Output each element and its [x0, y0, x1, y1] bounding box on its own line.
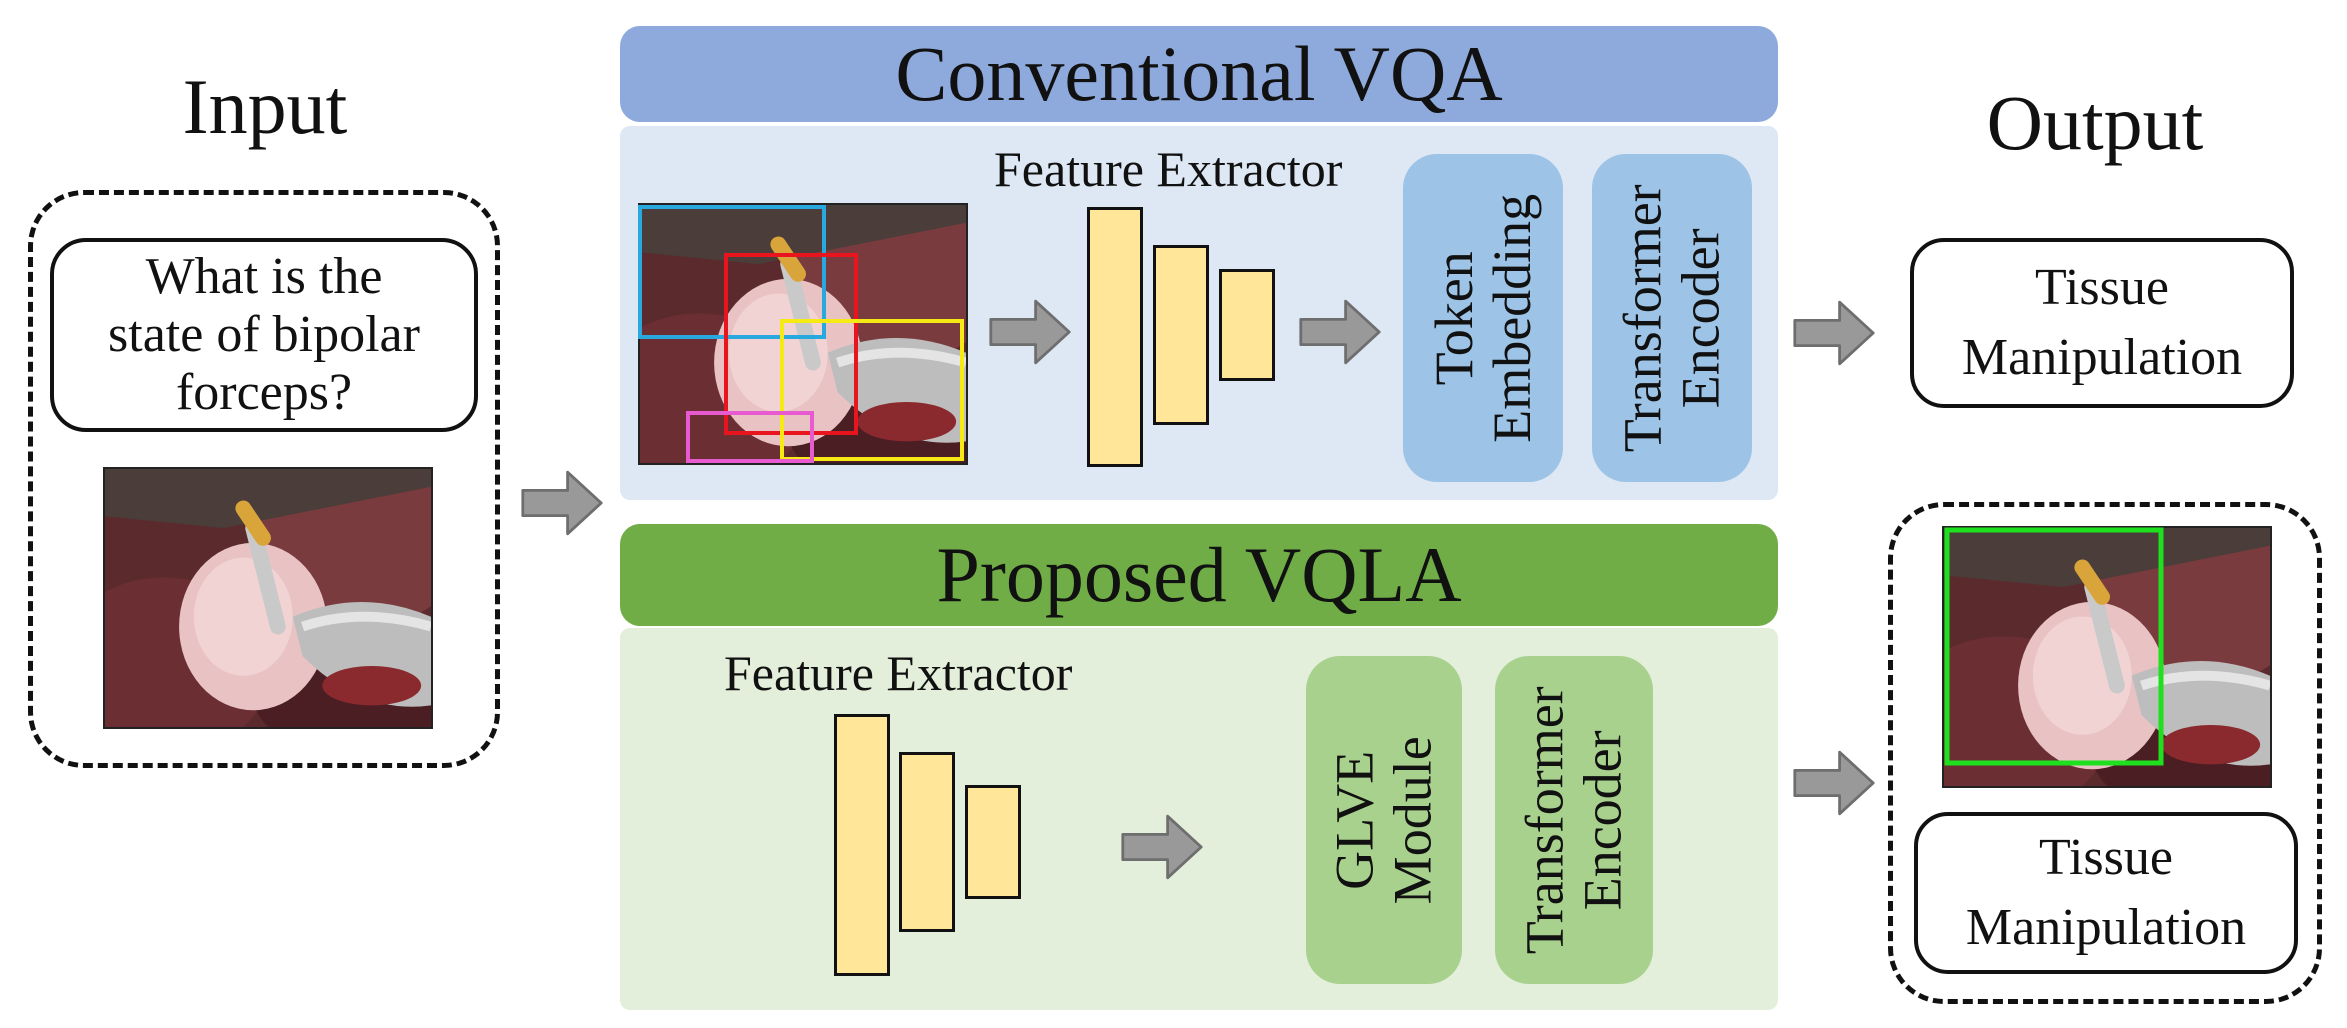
module-line: Encoder [1671, 228, 1732, 408]
arrow-icon [1790, 298, 1878, 368]
vqla-output-group [1888, 502, 2322, 1004]
module-line: GLVE [1324, 750, 1385, 890]
question-line: What is the [145, 247, 383, 305]
token-embedding-module: Token Embedding [1403, 154, 1563, 482]
transformer-encoder-label: Transformer Encoder [1612, 184, 1732, 452]
question-text: What is the state of bipolar forceps? [108, 248, 420, 423]
module-line: Transformer [1612, 184, 1673, 452]
module-line: Encoder [1573, 730, 1634, 910]
answer-line: Tissue [2039, 828, 2173, 886]
feature-extractor-label: Feature Extractor [994, 141, 1343, 197]
proposed-vqla-title: Proposed VQLA [936, 531, 1462, 618]
arrow-icon [1790, 748, 1878, 818]
answer-line: Manipulation [1961, 329, 2243, 386]
answer-line: Manipulation [1965, 899, 2247, 956]
conventional-vqa-banner: Conventional VQA [620, 26, 1778, 122]
transformer-encoder-label: Transformer Encoder [1514, 686, 1634, 954]
answer-line: Tissue [2035, 258, 2169, 316]
module-line: Token [1423, 250, 1484, 386]
glve-module-label: GLVE Module [1324, 736, 1443, 904]
input-heading: Input [182, 63, 348, 150]
module-line: Embedding [1482, 193, 1542, 443]
feature-extractor-bar [1219, 269, 1275, 381]
vqla-answer-box: Tissue Manipulation [1914, 812, 2298, 974]
feature-extractor-bar [834, 714, 890, 976]
arrow-icon [1118, 812, 1206, 882]
arrow-icon [986, 297, 1074, 367]
question-line: state of bipolar [108, 305, 420, 363]
question-line: forceps? [175, 364, 353, 422]
localized-answer-image [1942, 526, 2272, 788]
module-line: Transformer [1514, 686, 1575, 954]
arrow-icon [1296, 297, 1384, 367]
token-embedding-label: Token Embedding [1423, 193, 1542, 443]
conventional-vqa-title: Conventional VQA [895, 30, 1503, 117]
bbox-red [724, 253, 858, 435]
question-box: What is the state of bipolar forceps? [50, 238, 478, 432]
feature-extractor-bar [1087, 207, 1143, 467]
proposed-vqla-banner: Proposed VQLA [620, 524, 1778, 626]
module-line: Module [1383, 736, 1443, 904]
bbox-yellow [780, 319, 964, 461]
region-proposal-boxes [638, 205, 964, 463]
localization-bbox [1944, 527, 2164, 766]
feature-extractor-bar [899, 752, 955, 932]
proposed-transformer-encoder: Transformer Encoder [1495, 656, 1653, 984]
input-surgical-image [103, 467, 433, 729]
input-group [28, 190, 500, 768]
answer-text: Tissue Manipulation [1966, 823, 2246, 963]
arrow-icon [518, 468, 606, 538]
output-heading: Output [1986, 79, 2204, 166]
bbox-blue [638, 205, 826, 339]
bbox-magenta [686, 411, 814, 463]
conventional-transformer-encoder: Transformer Encoder [1592, 154, 1752, 482]
feature-extractor-label: Feature Extractor [724, 645, 1073, 701]
feature-extractor-bar [1153, 245, 1209, 425]
feature-extractor-bar [965, 785, 1021, 899]
conventional-answer-box: Tissue Manipulation [1910, 238, 2294, 408]
glve-module: GLVE Module [1306, 656, 1462, 984]
answer-text: Tissue Manipulation [1962, 253, 2242, 393]
